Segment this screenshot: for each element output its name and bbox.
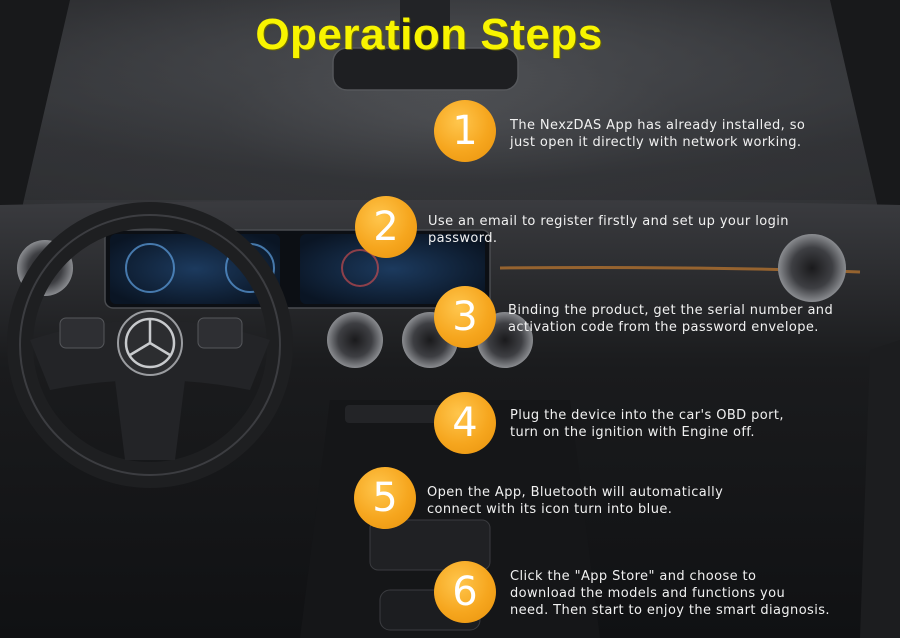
step-2-number-badge: 2	[355, 196, 417, 258]
step-1-text: The NexzDAS App has already installed, s…	[510, 118, 806, 150]
page-title: Operation Steps	[255, 10, 603, 59]
step-3-number-badge: 3	[434, 286, 496, 348]
step-3-text: Binding the product, get the serial numb…	[508, 303, 834, 335]
step-5-text: Open the App, Bluetooth will automatical…	[427, 485, 724, 517]
step-6-text: Click the "App Store" and choose to down…	[510, 569, 830, 618]
step-4-number-badge: 4	[434, 392, 496, 454]
step-6-number-badge: 6	[434, 561, 496, 623]
step-5-number-badge: 5	[354, 467, 416, 529]
step-2-text: Use an email to register firstly and set…	[428, 214, 789, 246]
step-4-text: Plug the device into the car's OBD port,…	[510, 408, 784, 440]
step-1-number-badge: 1	[434, 100, 496, 162]
